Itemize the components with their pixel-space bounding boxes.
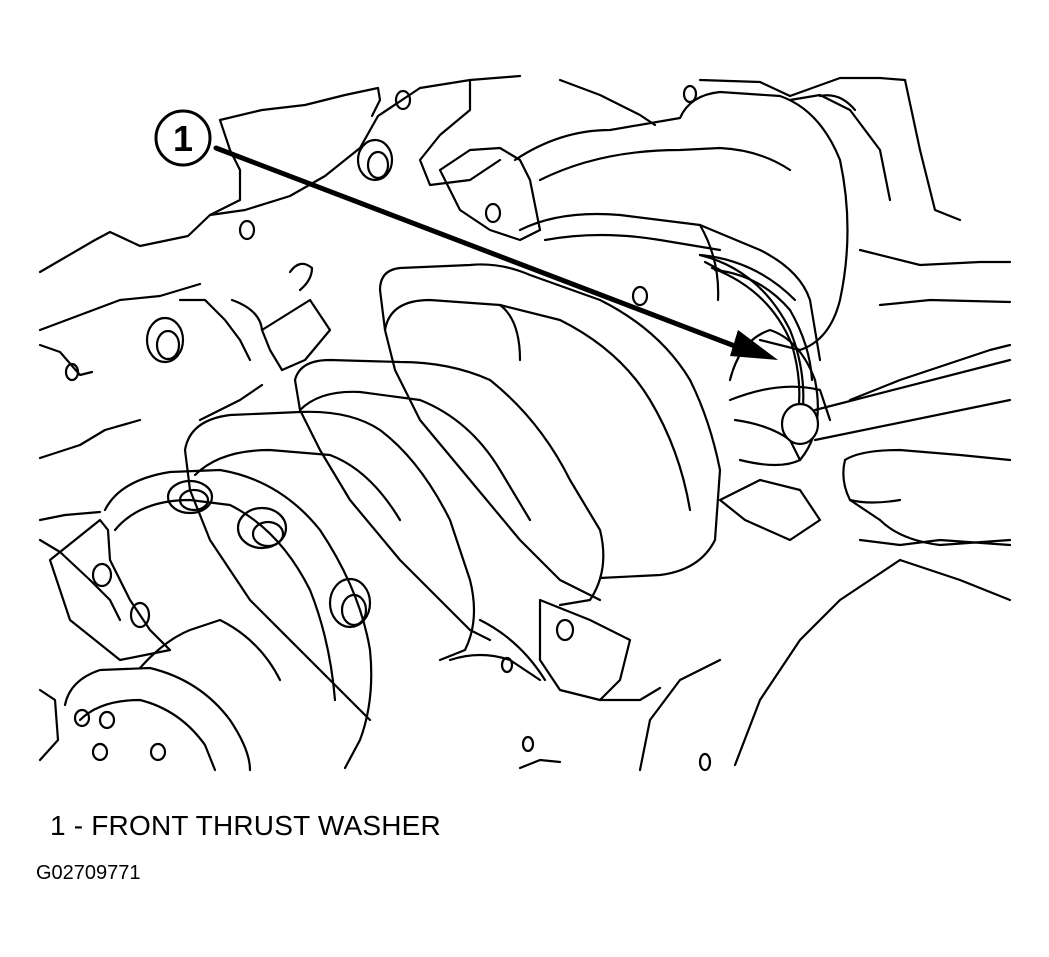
callout-1-number: 1 xyxy=(173,118,193,159)
callout-1: 1 xyxy=(154,109,778,360)
figure-id: G02709771 xyxy=(36,862,141,884)
hand-with-tool xyxy=(780,343,1012,547)
callout-1-circle xyxy=(154,109,212,167)
block-bolt-holes xyxy=(64,84,712,772)
crankshaft xyxy=(63,90,892,772)
callout-1-arrowhead xyxy=(730,330,778,360)
crankshaft-illustration: 1 xyxy=(38,74,1012,772)
engine-block xyxy=(38,74,1012,772)
bearing-cap-brackets xyxy=(48,146,822,702)
legend: 1 - FRONT THRUST WASHER xyxy=(50,810,441,842)
callout-1-leader-line xyxy=(213,145,743,351)
legend-item-1: 1 - FRONT THRUST WASHER xyxy=(50,810,441,841)
line-drawing: 1 xyxy=(38,74,1012,772)
